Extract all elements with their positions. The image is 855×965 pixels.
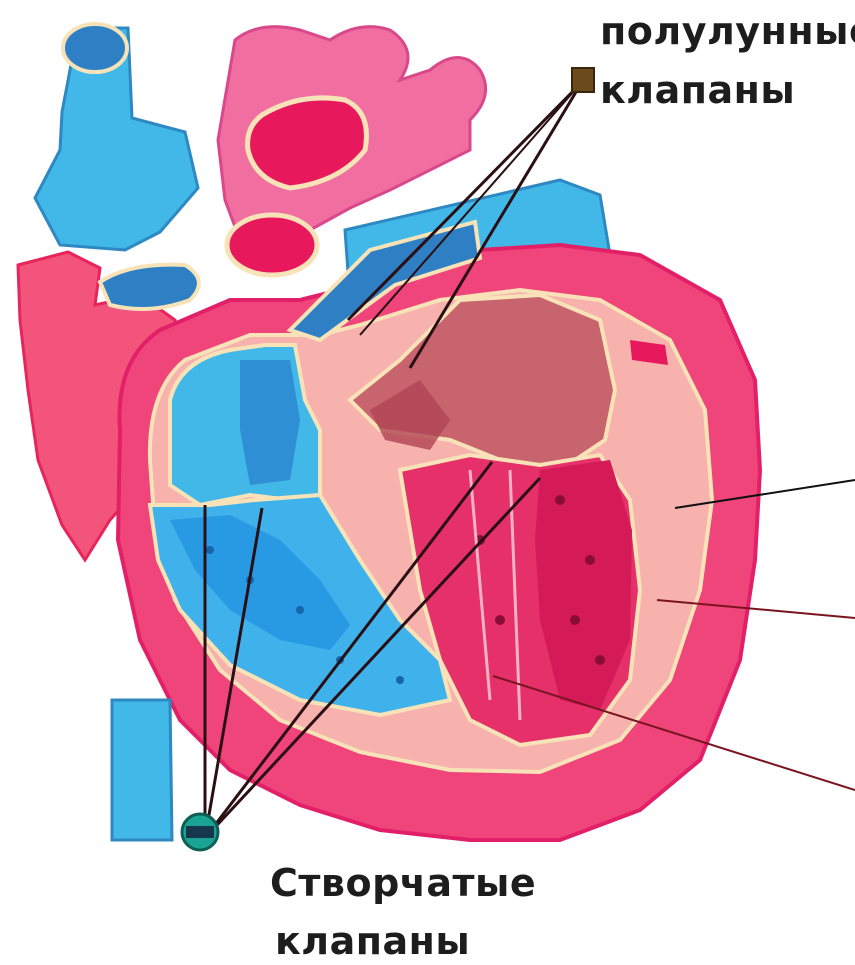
- atrioventricular-valves-label-line1: Створчатые: [270, 860, 536, 906]
- right-atrium: [170, 345, 320, 505]
- semilunar-valves-label-line2: клапаны: [600, 67, 795, 113]
- inferior-vena-cava: [112, 700, 172, 840]
- atrioventricular-marker: [182, 814, 218, 850]
- atrioventricular-valves-label-line2: клапаны: [275, 918, 470, 964]
- semilunar-marker: [572, 68, 594, 92]
- superior-vena-cava: [35, 24, 198, 250]
- semilunar-valves-label-line1: полулунные: [600, 8, 855, 54]
